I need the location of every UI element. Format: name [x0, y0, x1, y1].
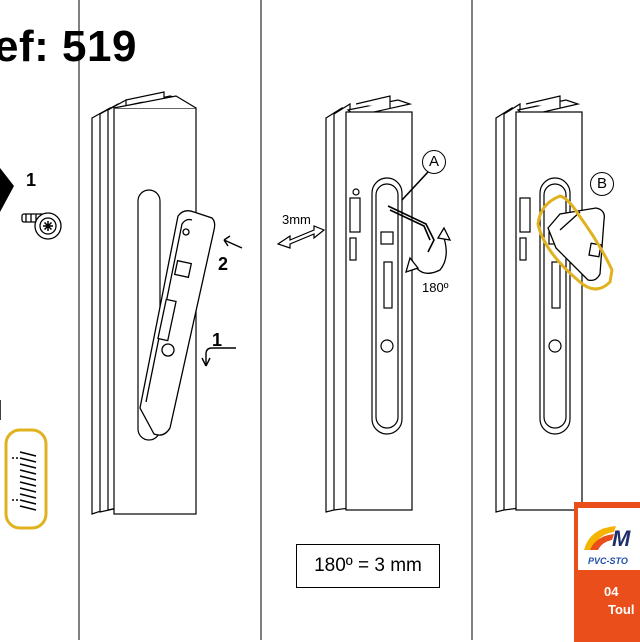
- gap-arrow-icon: [276, 225, 326, 249]
- spring-icon: [12, 451, 37, 511]
- screw-icon: [21, 212, 62, 240]
- panel-dividers: [78, 0, 473, 640]
- handle-icon: [139, 210, 216, 436]
- step-1-label: 1: [26, 170, 37, 190]
- panel-4-profile: [495, 95, 583, 513]
- arrow-icon: [0, 168, 14, 212]
- push-arrow-icon: [205, 347, 236, 366]
- logo-swoosh-icon: [584, 526, 616, 550]
- spring-highlight: [4, 428, 48, 530]
- panel-2-arrows: [201, 235, 243, 367]
- logo-panel: M PVC-STO: [578, 508, 640, 570]
- rotation-label: 180º: [422, 280, 449, 295]
- panel-3-profile: [325, 95, 413, 513]
- callout-a: A: [422, 150, 446, 174]
- rotate-arrow-icon: [405, 226, 452, 274]
- logo-city: Toul: [608, 602, 635, 617]
- hex-key-icon: [387, 171, 435, 253]
- reference-title: ef: 519: [0, 22, 137, 71]
- formula-text: 180º = 3 mm: [314, 555, 422, 576]
- tool-highlight: [536, 194, 614, 291]
- adjust-tool-icon: [547, 207, 605, 282]
- insert-arrow-icon: [223, 235, 243, 249]
- logo-brand: M: [612, 526, 631, 551]
- logo-phone: 04: [604, 584, 619, 599]
- step-2-label: 2: [218, 254, 229, 274]
- step-1-push-label: 1: [212, 330, 223, 350]
- gap-label: 3mm: [282, 212, 311, 227]
- callout-b: B: [590, 172, 614, 196]
- adjustment-formula: 180º = 3 mm: [296, 544, 440, 588]
- panel-1-parts: [0, 168, 62, 530]
- logo-subtitle: PVC-STO: [588, 556, 628, 566]
- company-logo: M PVC-STO 04 Toul: [574, 502, 640, 642]
